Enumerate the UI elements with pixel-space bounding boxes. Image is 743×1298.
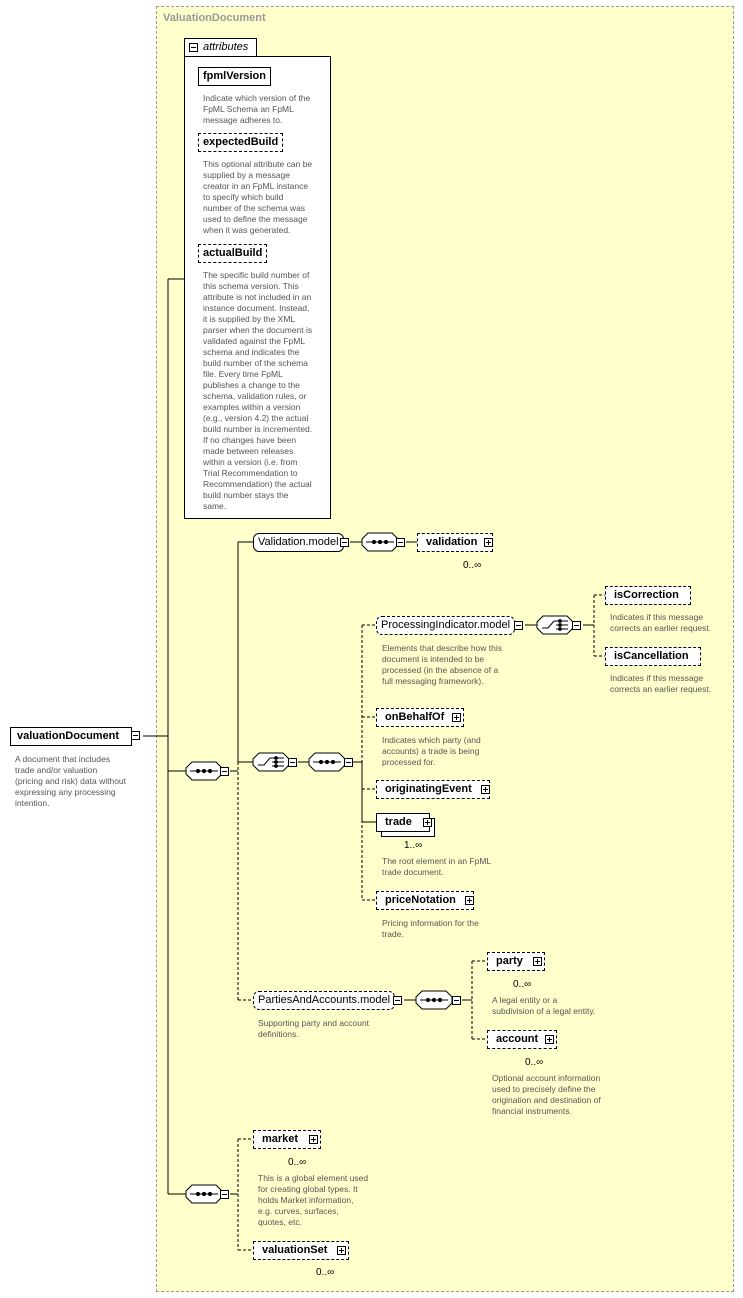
cardinality-label: 0..∞ — [288, 1157, 307, 1168]
collapse-icon[interactable] — [452, 996, 461, 1005]
expand-icon[interactable] — [452, 713, 461, 722]
element-market[interactable]: market — [253, 1130, 321, 1149]
collapse-icon[interactable] — [396, 538, 405, 547]
cardinality-label: 1..∞ — [404, 840, 423, 851]
collapse-icon[interactable] — [572, 621, 581, 630]
sequence-icon — [185, 1184, 223, 1204]
collapse-icon[interactable] — [393, 996, 402, 1005]
element-on-behalf-of[interactable]: onBehalfOf — [376, 708, 464, 727]
element-is-cancellation[interactable]: isCancellation — [605, 647, 701, 666]
collapse-icon[interactable] — [220, 1190, 229, 1199]
expand-icon[interactable] — [533, 957, 542, 966]
root-element-label: valuationDocument — [17, 730, 120, 742]
expand-icon[interactable] — [423, 818, 432, 827]
group-validation-model[interactable]: Validation.model — [253, 533, 344, 552]
root-element-valuation-document[interactable]: valuationDocument — [10, 727, 132, 746]
cardinality-label: 0..∞ — [463, 560, 482, 571]
element-price-notation[interactable]: priceNotation — [376, 891, 474, 910]
expand-icon[interactable] — [484, 538, 493, 547]
attributes-tab: attributes — [184, 38, 257, 57]
element-valuation-set[interactable]: valuationSet — [253, 1241, 349, 1260]
element-account[interactable]: account — [487, 1030, 557, 1049]
attribute-actual-build[interactable]: actualBuild — [198, 244, 268, 263]
element-is-correction[interactable]: isCorrection — [605, 586, 691, 605]
expand-icon[interactable] — [545, 1035, 554, 1044]
attribute-expected-build[interactable]: expectedBuild — [198, 133, 284, 152]
collapse-icon[interactable] — [131, 731, 140, 740]
group-processing-indicator-model[interactable]: ProcessingIndicator.model — [376, 616, 516, 635]
element-originating-event[interactable]: originatingEvent — [376, 780, 490, 799]
element-trade[interactable]: trade — [376, 813, 430, 832]
group-parties-and-accounts-model[interactable]: PartiesAndAccounts.model — [253, 991, 396, 1010]
sequence-icon — [361, 532, 399, 552]
panel-title: ValuationDocument — [163, 12, 266, 24]
collapse-icon[interactable] — [288, 758, 297, 767]
expand-icon[interactable] — [465, 896, 474, 905]
attribute-fpml-version[interactable]: fpmlVersion — [198, 67, 271, 86]
choice-icon — [536, 615, 574, 635]
element-party[interactable]: party — [487, 952, 545, 971]
choice-icon — [252, 752, 290, 772]
collapse-icon[interactable] — [514, 621, 523, 630]
collapse-icon[interactable] — [220, 767, 229, 776]
attributes-collapse-icon[interactable] — [189, 43, 198, 52]
sequence-icon — [185, 761, 223, 781]
cardinality-label: 0..∞ — [513, 979, 532, 990]
sequence-icon — [308, 752, 346, 772]
collapse-icon[interactable] — [340, 538, 349, 547]
sequence-icon — [415, 990, 453, 1010]
expand-icon[interactable] — [337, 1246, 346, 1255]
cardinality-label: 0..∞ — [316, 1267, 335, 1278]
expand-icon[interactable] — [481, 785, 490, 794]
expand-icon[interactable] — [309, 1135, 318, 1144]
cardinality-label: 0..∞ — [525, 1057, 544, 1068]
element-validation[interactable]: validation — [417, 533, 493, 552]
collapse-icon[interactable] — [344, 758, 353, 767]
